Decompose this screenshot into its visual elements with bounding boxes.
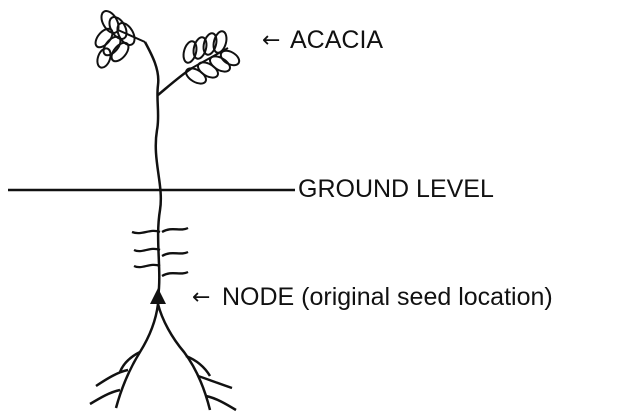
ground-level-label: GROUND LEVEL [298,177,494,202]
acacia-label: ACACIA [290,28,383,53]
stem [145,42,161,298]
roots [90,304,236,410]
leaf-cluster-top [92,8,145,69]
leaf-cluster-right [181,30,241,87]
node-marker [150,288,166,304]
node-label: NODE (original seed location) [222,285,553,310]
acacia-arrow-icon: ← [262,30,280,52]
node-arrow-icon: ← [192,287,210,309]
